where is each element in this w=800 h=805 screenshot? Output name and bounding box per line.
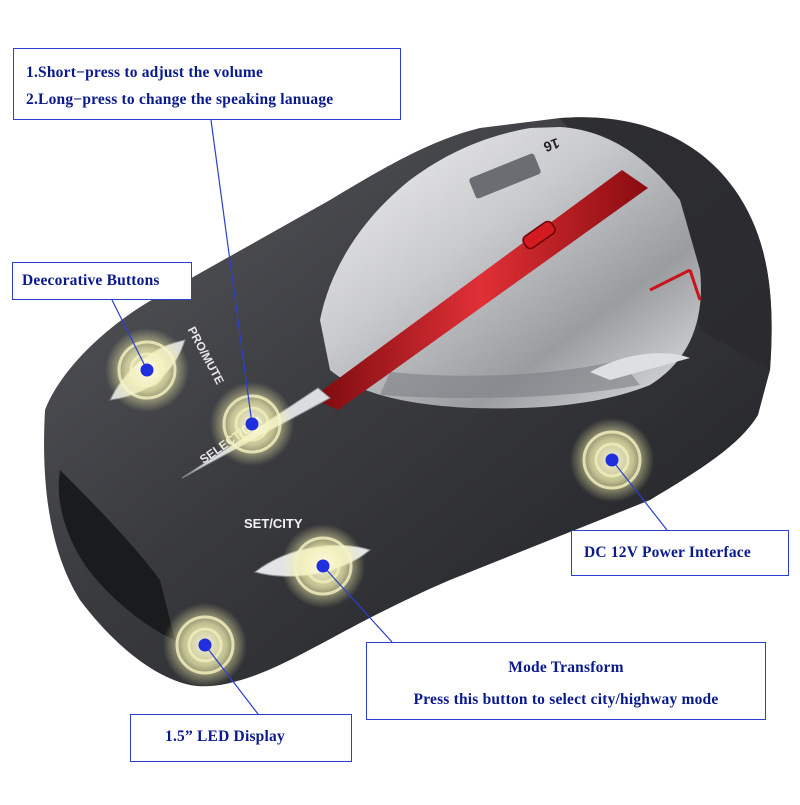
device-side-panel [560,117,772,370]
red-logo-mark [649,268,702,301]
callout-decorative-text: Deecorative Buttons [22,272,160,289]
marker-dot-display [198,638,212,652]
red-panel-button [522,220,556,250]
marker-dot-power [605,453,619,467]
band-window [469,153,541,199]
callout-volume-line-2: 2.Long−press to change the speaking lanu… [26,91,334,108]
chrome-panel-shadow [380,360,640,398]
device-front-edge [58,470,175,640]
callout-led-display: 1.5” LED Display [130,714,352,762]
callout-mode-title: Mode Transform [508,659,624,676]
power-port-chrome [590,353,690,380]
callout-mode-description: Press this button to select city/highway… [413,691,719,708]
callout-mode-transform: Mode Transform Press this button to sele… [366,642,766,720]
callout-power-interface: DC 12V Power Interface [571,530,789,576]
marker-dots [140,363,619,652]
leader-lines [111,119,668,715]
callout-volume-line-1: 1.Short−press to adjust the volume [26,64,264,81]
callout-power-text: DC 12V Power Interface [584,544,751,561]
callout-led-text: 1.5” LED Display [165,728,285,745]
band-count-text: 16 [541,135,561,155]
red-accent-stripe [312,170,648,410]
callout-volume: 1.Short−press to adjust the volume 2.Lon… [13,48,401,120]
marker-dot-set-city [316,559,330,573]
callout-decorative-buttons: Deecorative Buttons [12,262,192,300]
marker-dot-pro-mute [140,363,154,377]
marker-dot-select [245,417,259,431]
set-city-label: SET/CITY [244,516,303,531]
